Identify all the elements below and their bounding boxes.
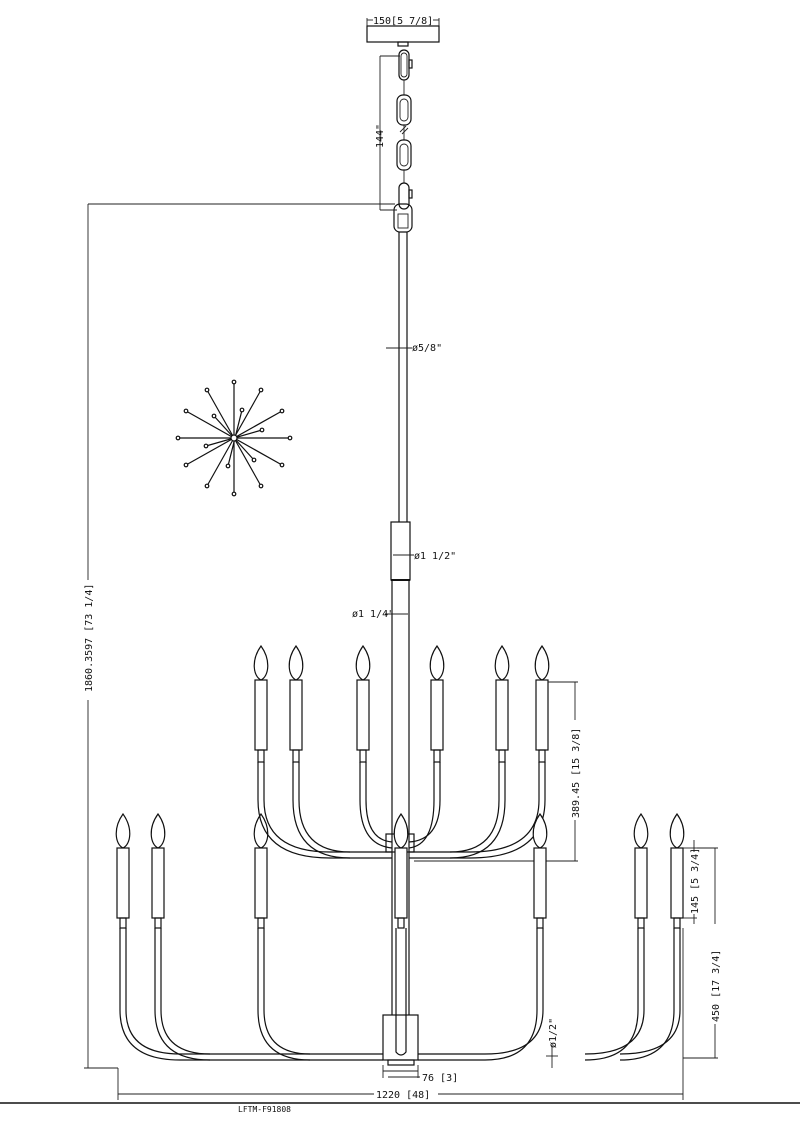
stem: ø5/8" xyxy=(386,232,442,522)
candle xyxy=(150,812,166,929)
overall-width-label: 1220 [48] xyxy=(376,1090,430,1101)
candle xyxy=(534,644,550,763)
candle xyxy=(355,644,371,763)
upper-tier-arms xyxy=(257,762,546,859)
candle xyxy=(669,812,685,929)
canopy: 150[5 7/8] xyxy=(366,16,440,47)
starburst-top-view-icon xyxy=(175,379,293,497)
lower-tier-arms xyxy=(119,928,681,1072)
body-width-label: 76 [3] xyxy=(422,1073,458,1084)
candle xyxy=(429,644,445,763)
candle xyxy=(393,812,409,929)
stem-diameter-label: ø5/8" xyxy=(412,343,442,354)
candle xyxy=(494,644,510,763)
collar: ø1 1/2" xyxy=(390,521,456,581)
model-code: LFTM-F91808 xyxy=(238,1105,291,1114)
upper-tier-height-label: 389.45 [15 3/8] xyxy=(571,728,582,818)
candle xyxy=(288,644,304,763)
lower-tier-height-dimension: 450 [17 3/4] xyxy=(682,847,723,1100)
candle xyxy=(115,812,131,929)
canopy-width-label: 150[5 7/8] xyxy=(373,16,433,27)
candle xyxy=(253,812,269,929)
lower-tier-candles xyxy=(115,812,685,929)
upper-tier-height-dimension: 389.45 [15 3/8] xyxy=(414,681,583,862)
body-width-dimension: 76 [3] xyxy=(382,1065,458,1084)
candle xyxy=(532,812,548,929)
upper-tier-candles xyxy=(253,644,550,763)
lower-stem: ø1 1/4" xyxy=(352,580,410,1015)
lower-tier-height-label: 450 [17 3/4] xyxy=(711,950,722,1022)
arm-diameter-label: ø1/2" xyxy=(548,1018,559,1048)
overall-height-dimension: 1860.3597 [73 1/4] xyxy=(80,204,118,1069)
candle-height-dimension: 145 [5 3/4] xyxy=(683,840,701,924)
chain: 144" xyxy=(375,49,413,233)
arm-diameter-dimension: ø1/2" xyxy=(546,1018,559,1068)
title-block: LFTM-F91808 xyxy=(0,1102,800,1114)
candle xyxy=(633,812,649,929)
collar-diameter-label: ø1 1/2" xyxy=(414,551,456,562)
overall-height-label: 1860.3597 [73 1/4] xyxy=(84,584,95,692)
chain-length-label: 144" xyxy=(375,124,386,148)
lower-stem-diameter-label: ø1 1/4" xyxy=(352,609,394,620)
candle xyxy=(253,644,269,763)
overall-width-dimension: 1220 [48] xyxy=(117,1068,683,1101)
candle-height-label: 145 [5 3/4] xyxy=(690,848,701,914)
